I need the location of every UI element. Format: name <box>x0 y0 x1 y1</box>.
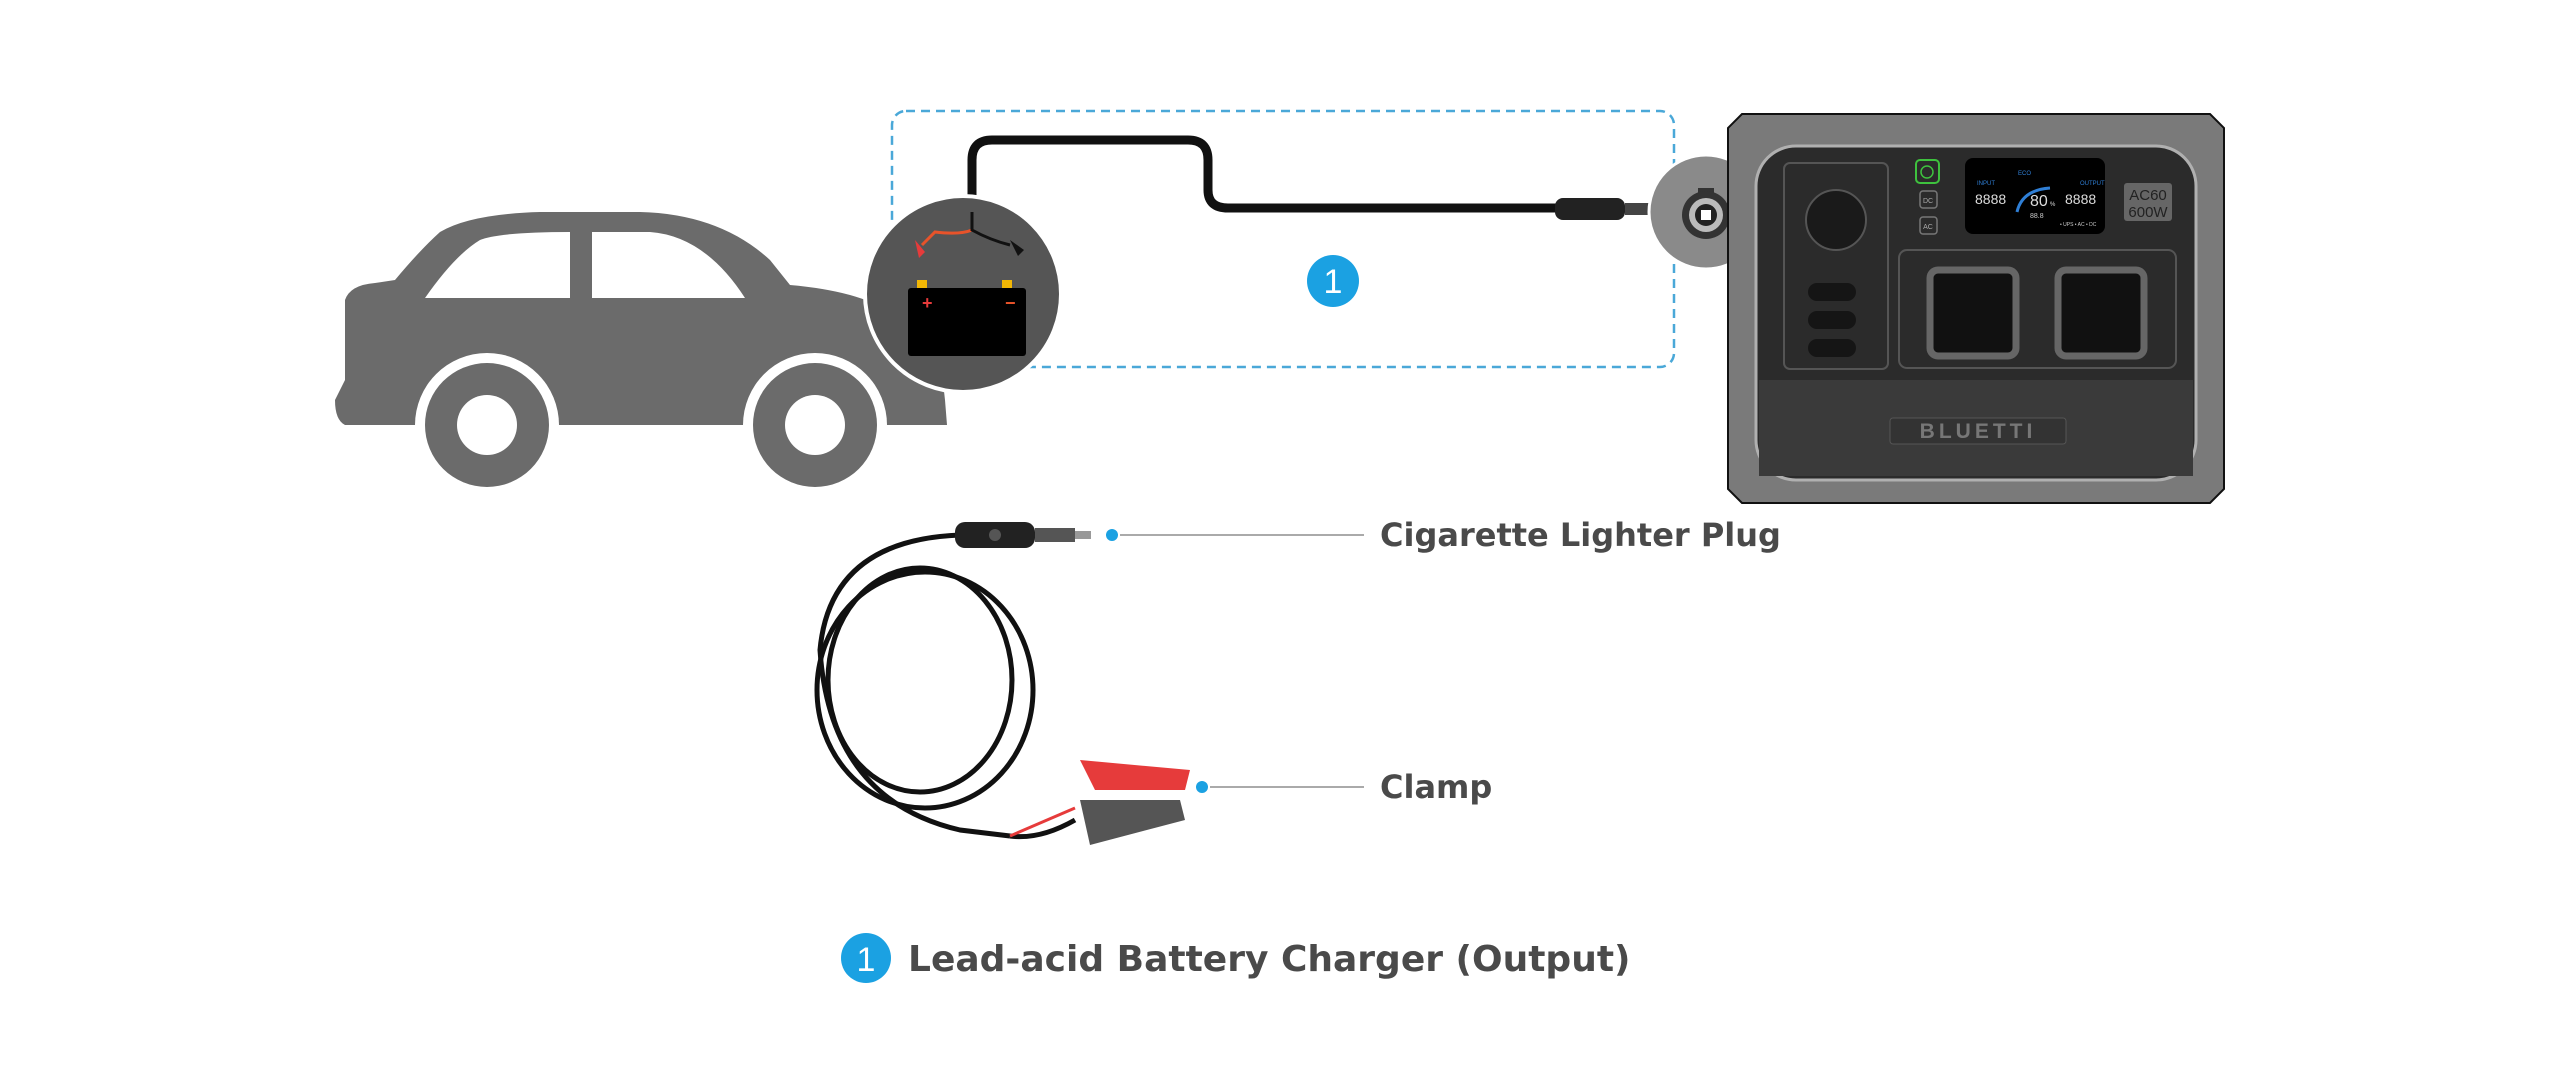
svg-text:80: 80 <box>2030 193 2048 210</box>
svg-text:• UPS • AC • DC: • UPS • AC • DC <box>2060 222 2097 228</box>
power-icon <box>1920 165 1934 179</box>
svg-text:88.8: 88.8 <box>2030 213 2044 220</box>
power-button[interactable] <box>1915 159 1940 184</box>
car-battery-inset: + − <box>863 194 1063 394</box>
callout-clamp: Clamp <box>1196 768 1492 806</box>
lcd-display: INPUT ECO OUTPUT 8888 80 % 88.8 8888 • U… <box>1965 158 2105 234</box>
svg-text:DC: DC <box>1923 198 1933 205</box>
svg-text:1: 1 <box>1324 263 1343 301</box>
clamp-icon <box>1080 760 1190 845</box>
battery-plus: + <box>922 293 933 313</box>
cable-accessory-illustration <box>814 522 1190 845</box>
usb-port-icon <box>1808 339 1856 357</box>
car-illustration <box>335 212 947 497</box>
black-clamp-icon <box>1010 240 1024 256</box>
svg-text:OUTPUT: OUTPUT <box>2080 181 2105 187</box>
svg-text:Cigarette Lighter Plug: Cigarette Lighter Plug <box>1380 516 1781 554</box>
legend-label: Lead-acid Battery Charger (Output) <box>908 939 1630 980</box>
svg-text:INPUT: INPUT <box>1977 181 1995 187</box>
svg-text:Clamp: Clamp <box>1380 768 1492 806</box>
power-rating-label: 600W <box>2128 204 2168 221</box>
cigarette-lighter-plug-icon <box>955 522 1091 548</box>
svg-text:8888: 8888 <box>2065 191 2096 207</box>
usb-port-icon <box>1808 283 1856 301</box>
legend-item: 1 Lead-acid Battery Charger (Output) <box>841 933 1630 983</box>
svg-text:AC: AC <box>1923 224 1933 231</box>
callout-cigarette-plug: Cigarette Lighter Plug <box>1106 516 1781 554</box>
charging-cable <box>967 135 1560 215</box>
red-clamp-icon <box>915 240 925 258</box>
svg-text:8888: 8888 <box>1975 191 2006 207</box>
model-label: AC60 <box>2129 187 2167 204</box>
ac-button[interactable] <box>1919 216 1938 235</box>
battery-icon <box>908 288 1026 356</box>
step-badge: 1 <box>1307 255 1359 307</box>
bluetti-power-station: DC AC INPUT ECO OUTPUT 8888 80 % 88.8 88… <box>1727 113 2225 504</box>
ac-outlet-icon <box>2054 266 2148 360</box>
svg-text:%: % <box>2050 202 2056 208</box>
car-outlet-icon <box>1805 189 1867 251</box>
brand-logo: BLUETTI <box>1920 420 2037 443</box>
svg-text:1: 1 <box>857 941 876 979</box>
ac-outlet-icon <box>1926 266 2020 360</box>
battery-minus: − <box>1005 293 1016 313</box>
dc-button[interactable] <box>1919 190 1938 209</box>
svg-text:ECO: ECO <box>2018 171 2031 177</box>
usb-port-icon <box>1808 311 1856 329</box>
